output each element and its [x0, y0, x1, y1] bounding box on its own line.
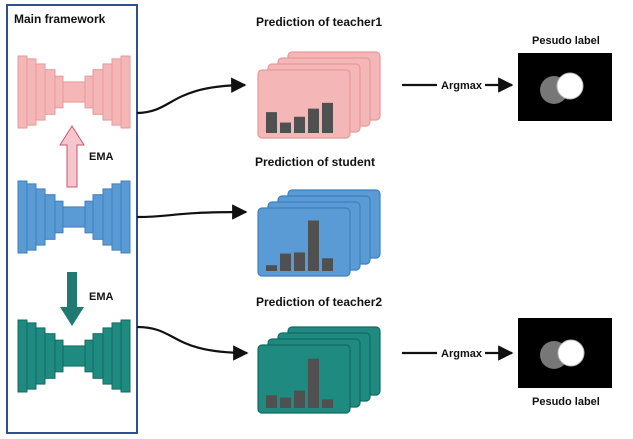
teacher1-stack-bar-1 [280, 122, 291, 133]
teacher1-net-block-3 [44, 69, 56, 115]
prediction-stack-teacher2 [257, 326, 381, 414]
prediction-stack-student [257, 189, 381, 277]
teacher1-stack-bar-3 [308, 108, 319, 133]
student-net-block-2 [35, 188, 46, 246]
student-stack-bar-0 [266, 265, 277, 271]
teacher2-stack-bar-3 [308, 358, 319, 408]
ema-down-arrow [60, 272, 84, 326]
pseudo-label-top-title: Pesudo label [532, 35, 600, 47]
student-stack-bar-4 [322, 258, 333, 271]
curve-arrow-student [136, 204, 248, 220]
teacher2-net-block-8 [102, 327, 113, 385]
teacher2-net-block-9 [111, 322, 122, 390]
ema-lower-label: EMA [89, 291, 114, 303]
teacher1-stack-bar-4 [322, 102, 333, 133]
student-net-block-8 [102, 188, 113, 246]
teacher2-stack-bar-2 [294, 390, 305, 408]
student-net-block-4 [54, 200, 64, 234]
pseudo-label-bottom-title: Pesudo label [532, 396, 600, 408]
student-net-block-1 [26, 183, 37, 251]
student-net-block-3 [44, 194, 56, 240]
prediction-stack-teacher1 [257, 51, 381, 139]
student-net-block-9 [111, 183, 122, 251]
teacher2-net-block-1 [26, 322, 37, 390]
teacher1-net-block-4 [54, 75, 64, 109]
student-net-block-7 [92, 194, 104, 240]
student-network [17, 180, 131, 254]
teacher2-stack-bar-0 [266, 395, 277, 408]
argmax-bottom-label-bg [437, 344, 485, 360]
teacher1-net-block-0 [17, 55, 28, 129]
main-framework-frame [6, 4, 138, 434]
teacher2-net-block-3 [44, 333, 56, 379]
teacher2-net-block-10 [120, 319, 131, 393]
teacher1-net-block-2 [35, 63, 46, 121]
ema-upper-label: EMA [89, 151, 114, 163]
argmax-bottom-label: Argmax [441, 348, 483, 360]
teacher1-network [17, 55, 131, 129]
prediction-student-title: Prediction of student [255, 155, 375, 169]
student-net-block-5 [62, 206, 86, 228]
teacher1-net-block-6 [84, 75, 94, 109]
prediction-teacher2-title: Prediction of teacher2 [256, 295, 382, 309]
teacher2-net-block-0 [17, 319, 28, 393]
student-net-block-10 [120, 180, 131, 254]
teacher1-stack-bar-2 [294, 116, 305, 133]
ema-up-arrow [59, 125, 85, 188]
student-stack-bar-2 [294, 252, 305, 271]
teacher2-net-block-6 [84, 339, 94, 373]
student-stack-bar-1 [280, 253, 291, 271]
pseudo-label-bottom-image [518, 318, 612, 388]
student-net-block-0 [17, 180, 28, 254]
teacher2-net-block-4 [54, 339, 64, 373]
pseudo-label-top-image [518, 53, 612, 121]
teacher2-stack-bar-4 [322, 399, 333, 408]
teacher1-stack-bar-0 [266, 112, 277, 133]
argmax-top-label-bg [437, 76, 485, 92]
teacher2-net-block-7 [92, 333, 104, 379]
teacher1-net-block-7 [92, 69, 104, 115]
curve-arrow-teacher1 [136, 77, 247, 115]
teacher2-net-block-5 [62, 345, 86, 367]
teacher1-net-block-8 [102, 63, 113, 121]
teacher1-net-block-9 [111, 58, 122, 126]
prediction-teacher1-title: Prediction of teacher1 [256, 15, 382, 29]
teacher1-net-block-5 [62, 81, 86, 103]
teacher2-stack-bar-1 [280, 397, 291, 408]
teacher2-net-block-2 [35, 327, 46, 385]
main-framework-title: Main framework [14, 12, 106, 26]
student-net-block-6 [84, 200, 94, 234]
teacher1-net-block-1 [26, 58, 37, 126]
argmax-top-label: Argmax [441, 80, 483, 92]
student-stack-bar-3 [308, 220, 319, 271]
teacher2-network [17, 319, 131, 393]
teacher2-stack-card-0 [257, 344, 351, 414]
curve-arrow-teacher2 [136, 325, 249, 361]
teacher1-net-block-10 [120, 55, 131, 129]
